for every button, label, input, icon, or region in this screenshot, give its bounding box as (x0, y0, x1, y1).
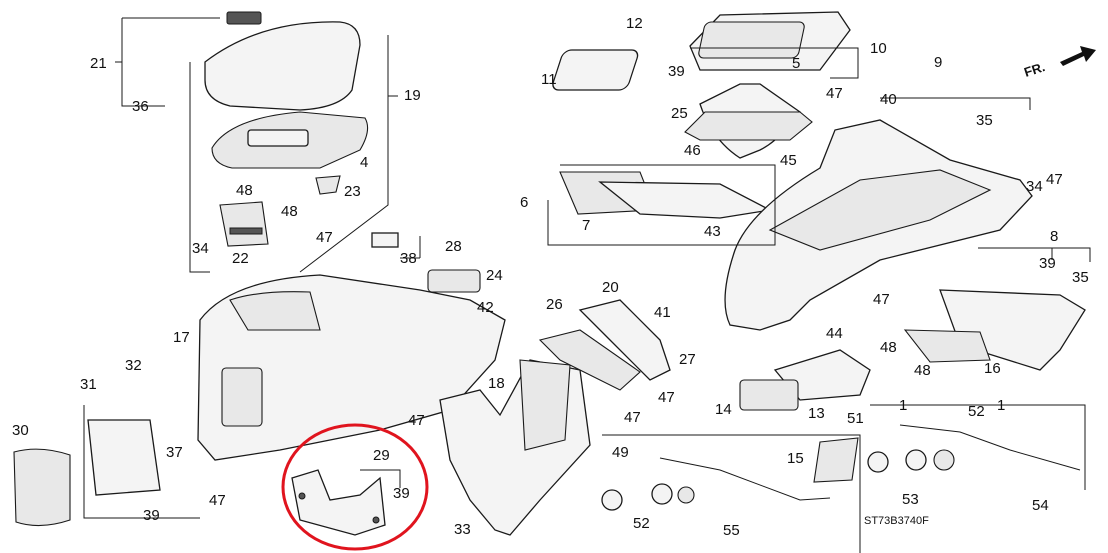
callout: 34 (192, 240, 209, 257)
callout: 47 (826, 85, 843, 102)
callout: 37 (166, 444, 183, 461)
part-harness-55 (659, 457, 831, 501)
callout: 47 (658, 389, 675, 406)
callout: 48 (880, 339, 897, 356)
callout: 9 (934, 54, 943, 71)
callout: 47 (1046, 171, 1063, 188)
part-trim-ring (552, 49, 639, 91)
part-side-lever (578, 299, 671, 381)
callout: 18 (488, 375, 505, 392)
callout: 47 (316, 229, 333, 246)
part-socket-trim-15 (813, 437, 859, 483)
callout: 52 (968, 403, 985, 420)
callout: 36 (132, 98, 149, 115)
callout: 10 (870, 40, 887, 57)
callout: 16 (984, 360, 1001, 377)
callout: 43 (704, 223, 721, 240)
callout: 47 (408, 412, 425, 429)
callout: 27 (679, 351, 696, 368)
callout: 38 (400, 250, 417, 267)
callout: 47 (624, 409, 641, 426)
callout: 19 (404, 87, 421, 104)
callout: 24 (486, 267, 503, 284)
part-sockets-52 (601, 483, 695, 511)
callout: 52 (633, 515, 650, 532)
part-harness-54 (899, 424, 1081, 471)
part-end-cap (13, 448, 71, 527)
part-cup-trim (739, 379, 799, 411)
callout: 6 (520, 194, 529, 211)
callout: 55 (723, 522, 740, 539)
callout: 34 (1026, 178, 1043, 195)
callout: 13 (808, 405, 825, 422)
callout: 25 (671, 105, 688, 122)
callout: 42 (477, 299, 494, 316)
callout: 46 (684, 142, 701, 159)
part-rear-console (197, 269, 506, 461)
callout: 30 (12, 422, 29, 439)
callout: 4 (360, 154, 369, 171)
part-bracket-29 (291, 469, 386, 536)
drawing-code: ST73B3740F (864, 515, 929, 527)
callout: 40 (880, 91, 897, 108)
callout: 12 (626, 15, 643, 32)
part-console-body (724, 119, 1033, 331)
callout: 28 (445, 238, 462, 255)
callout: 54 (1032, 497, 1049, 514)
callout: 48 (281, 203, 298, 220)
callout: 47 (873, 291, 890, 308)
part-armrest-lid (204, 11, 361, 111)
callout: 8 (1050, 228, 1059, 245)
callout: 47 (209, 492, 226, 509)
part-clip-28 (371, 232, 399, 248)
part-frame-bracket (439, 359, 591, 536)
callout: 39 (1039, 255, 1056, 272)
callout: 53 (902, 491, 919, 508)
callout: 32 (125, 357, 142, 374)
highlight-circle (281, 423, 429, 551)
callout: 1 (997, 397, 1006, 414)
callout: 11 (541, 71, 557, 88)
part-side-cover (87, 419, 161, 496)
callout: 41 (654, 304, 671, 321)
callout: 15 (787, 450, 804, 467)
callout: 5 (792, 55, 801, 72)
part-armrest-base (211, 111, 369, 169)
callout: 35 (1072, 269, 1089, 286)
part-console-panel (559, 171, 773, 219)
callout: 22 (232, 250, 249, 267)
callout: 26 (546, 296, 563, 313)
part-bracket-23 (315, 175, 341, 195)
part-hinge (219, 201, 269, 247)
callout: 17 (173, 329, 190, 346)
callout: 39 (393, 485, 410, 502)
callout: 39 (143, 507, 160, 524)
callout: 45 (780, 152, 797, 169)
part-sockets-53 (867, 449, 955, 473)
callout: 44 (826, 325, 843, 342)
callout: 51 (847, 410, 864, 427)
callout: 35 (976, 112, 993, 129)
callout: 20 (602, 279, 619, 296)
front-arrow-icon (1060, 46, 1096, 66)
callout: 48 (236, 182, 253, 199)
callout: 49 (612, 444, 629, 461)
callout: 48 (914, 362, 931, 379)
callout: 33 (454, 521, 471, 538)
callout: 39 (668, 63, 685, 80)
callout: 29 (373, 447, 390, 464)
callout: 31 (80, 376, 97, 393)
callout: 21 (90, 55, 107, 72)
leader-lines (83, 17, 1091, 553)
part-shift-boot (684, 83, 813, 159)
callout: 23 (344, 183, 361, 200)
callout: 7 (582, 217, 591, 234)
callout: 14 (715, 401, 732, 418)
callout: 1 (899, 397, 908, 414)
